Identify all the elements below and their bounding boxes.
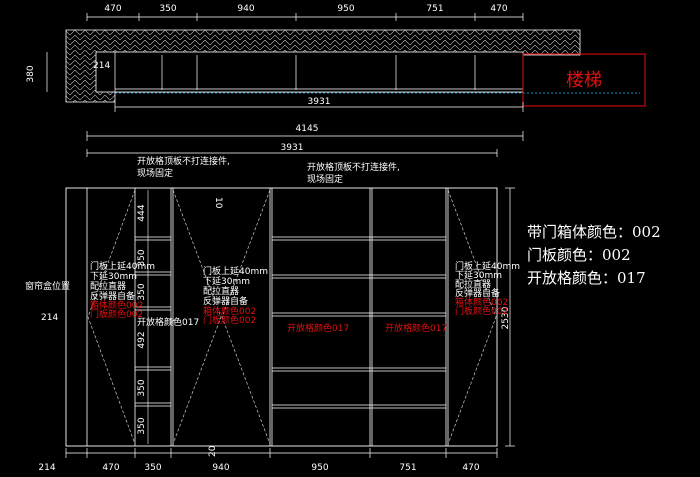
door-color-m2: 门板颜色002 bbox=[203, 314, 256, 326]
elev-frame bbox=[65, 187, 498, 447]
door-note-m1: 门板上延40mm bbox=[203, 265, 268, 277]
plan-dim-350: 350 bbox=[159, 4, 176, 14]
curtain-box-label: 窗帘盒位置 bbox=[25, 280, 70, 292]
door-note-r4: 反弹器自备 bbox=[455, 287, 500, 299]
stair-box bbox=[522, 53, 646, 107]
door-note-l2: 下延30mm bbox=[90, 270, 137, 282]
plan-dim-470b: 470 bbox=[490, 4, 507, 14]
bottom-tick: 20 bbox=[208, 445, 218, 457]
door-swing-lines bbox=[87, 189, 497, 445]
legend-door-color: 门板颜色：002 bbox=[527, 246, 631, 264]
open-shelves bbox=[272, 236, 446, 409]
plan-top-dim-ticks bbox=[86, 13, 524, 21]
plan-side-dim: 214 bbox=[93, 61, 110, 71]
bottom-dim-470a: 470 bbox=[102, 463, 119, 473]
bottom-dim-350: 350 bbox=[144, 463, 161, 473]
door-note-r3: 配拉直器 bbox=[455, 278, 491, 290]
shelf-dim-350b: 350 bbox=[137, 283, 147, 300]
plan-dim-751: 751 bbox=[426, 4, 443, 14]
bottom-dim-214: 214 bbox=[38, 463, 55, 473]
door-note-m4: 反弹器自备 bbox=[203, 295, 248, 307]
door-color-r2: 门板颜色002 bbox=[455, 305, 508, 317]
note-mid-2: 现场固定 bbox=[307, 173, 343, 185]
open-label-751: 开放格颜色017 bbox=[385, 322, 447, 334]
shelf-dim-350a: 350 bbox=[137, 249, 147, 266]
small-shelf-note: 开放格颜色017 bbox=[137, 316, 199, 328]
door-note-l3: 配拉直器 bbox=[90, 280, 126, 292]
door-note-m3: 配拉直器 bbox=[203, 285, 239, 297]
door-color-r1: 箱体颜色002 bbox=[455, 296, 508, 308]
elev-top-total: 3931 bbox=[281, 143, 304, 153]
door-note-l1: 门板上延40mm bbox=[90, 260, 155, 272]
elevation-view: 3931 开放格顶板不打连接件, 现场固定 开放格顶板不打连接件, 现场固定 bbox=[25, 143, 520, 473]
plan-dim-940: 940 bbox=[237, 4, 254, 14]
legend-cabinet-color: 带门箱体颜色：002 bbox=[527, 223, 661, 241]
shelf-dim-350c: 350 bbox=[137, 379, 147, 396]
curtain-dim: 214 bbox=[41, 313, 58, 323]
note-mid-1: 开放格顶板不打连接件, bbox=[307, 161, 400, 173]
plan-outer-total: 4145 bbox=[296, 124, 319, 134]
top-tick: 10 bbox=[213, 197, 223, 209]
shelf-dim-444: 444 bbox=[137, 204, 147, 221]
plan-dividers bbox=[114, 52, 523, 92]
stair-label: 楼梯 bbox=[566, 70, 602, 91]
legend-open-color: 开放格颜色：017 bbox=[527, 269, 646, 287]
color-legend: 带门箱体颜色：002 门板颜色：002 开放格颜色：017 bbox=[527, 223, 661, 287]
open-label-950: 开放格颜色017 bbox=[287, 322, 349, 334]
door-note-r1: 门板上延40mm bbox=[455, 260, 520, 272]
door-note-l4: 反弹器自备 bbox=[90, 290, 135, 302]
plan-dim-950: 950 bbox=[337, 4, 354, 14]
bottom-dim-ticks bbox=[65, 448, 498, 458]
note-left-2: 现场固定 bbox=[137, 167, 173, 179]
bottom-dim-470b: 470 bbox=[462, 463, 479, 473]
door-color-l2: 门板颜色002 bbox=[90, 308, 143, 320]
door-color-l1: 箱体颜色002 bbox=[90, 299, 143, 311]
shelf-col-350 bbox=[135, 236, 171, 407]
plan-depth: 380 bbox=[26, 65, 36, 82]
bottom-dim-940: 940 bbox=[212, 463, 229, 473]
shelf-dim-492: 492 bbox=[137, 331, 147, 348]
plan-cabinet-run bbox=[95, 51, 524, 93]
shelf-dim-350d: 350 bbox=[137, 417, 147, 434]
door-note-m2: 下延30mm bbox=[203, 275, 250, 287]
door-color-m1: 箱体颜色002 bbox=[203, 305, 256, 317]
door-note-r2: 下延30mm bbox=[455, 269, 502, 281]
height-dim: 2530 bbox=[501, 306, 511, 329]
bottom-dim-950: 950 bbox=[311, 463, 328, 473]
bottom-dim-751: 751 bbox=[399, 463, 416, 473]
plan-dim-470a: 470 bbox=[104, 4, 121, 14]
note-left-1: 开放格顶板不打连接件, bbox=[137, 155, 230, 167]
plan-view: 470 350 940 950 751 470 楼梯 380 214 39 bbox=[26, 4, 646, 141]
plan-inner-total: 3931 bbox=[308, 97, 331, 107]
